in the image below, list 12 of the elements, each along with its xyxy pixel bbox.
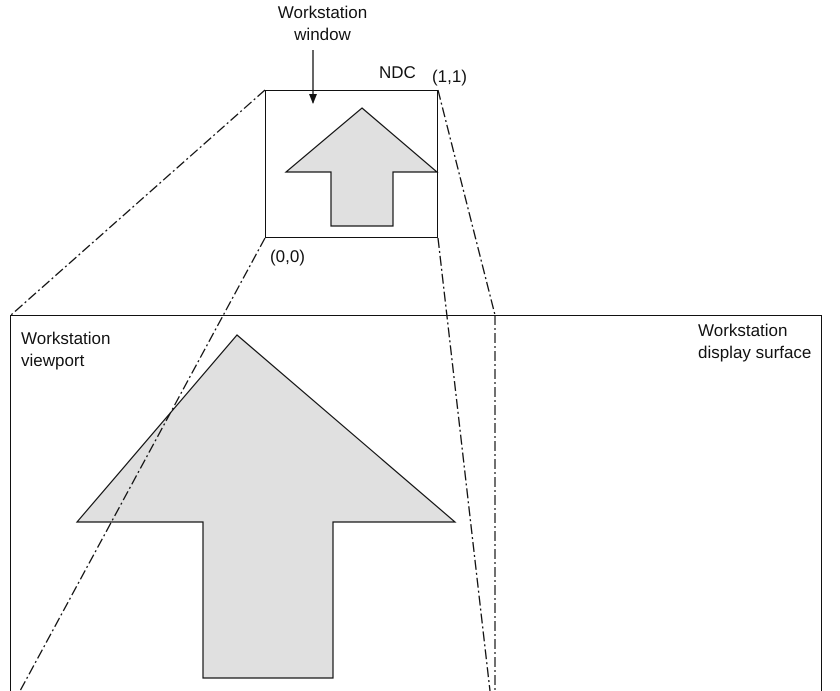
leader-arrow [309,50,317,104]
coordinate-label: (0,0) [270,246,306,268]
caption-text: Workstation window [275,2,370,48]
window-heading: NDC [379,63,416,83]
surface-label: Workstation display surface [698,320,812,364]
projection-line [437,238,491,691]
coordinate-label: (1,1) [432,66,468,88]
projection-line [19,238,266,691]
projection-line [10,90,266,316]
viewport-label: Workstation viewport [21,328,112,372]
viewport-box [10,315,822,691]
projection-line [437,90,496,316]
